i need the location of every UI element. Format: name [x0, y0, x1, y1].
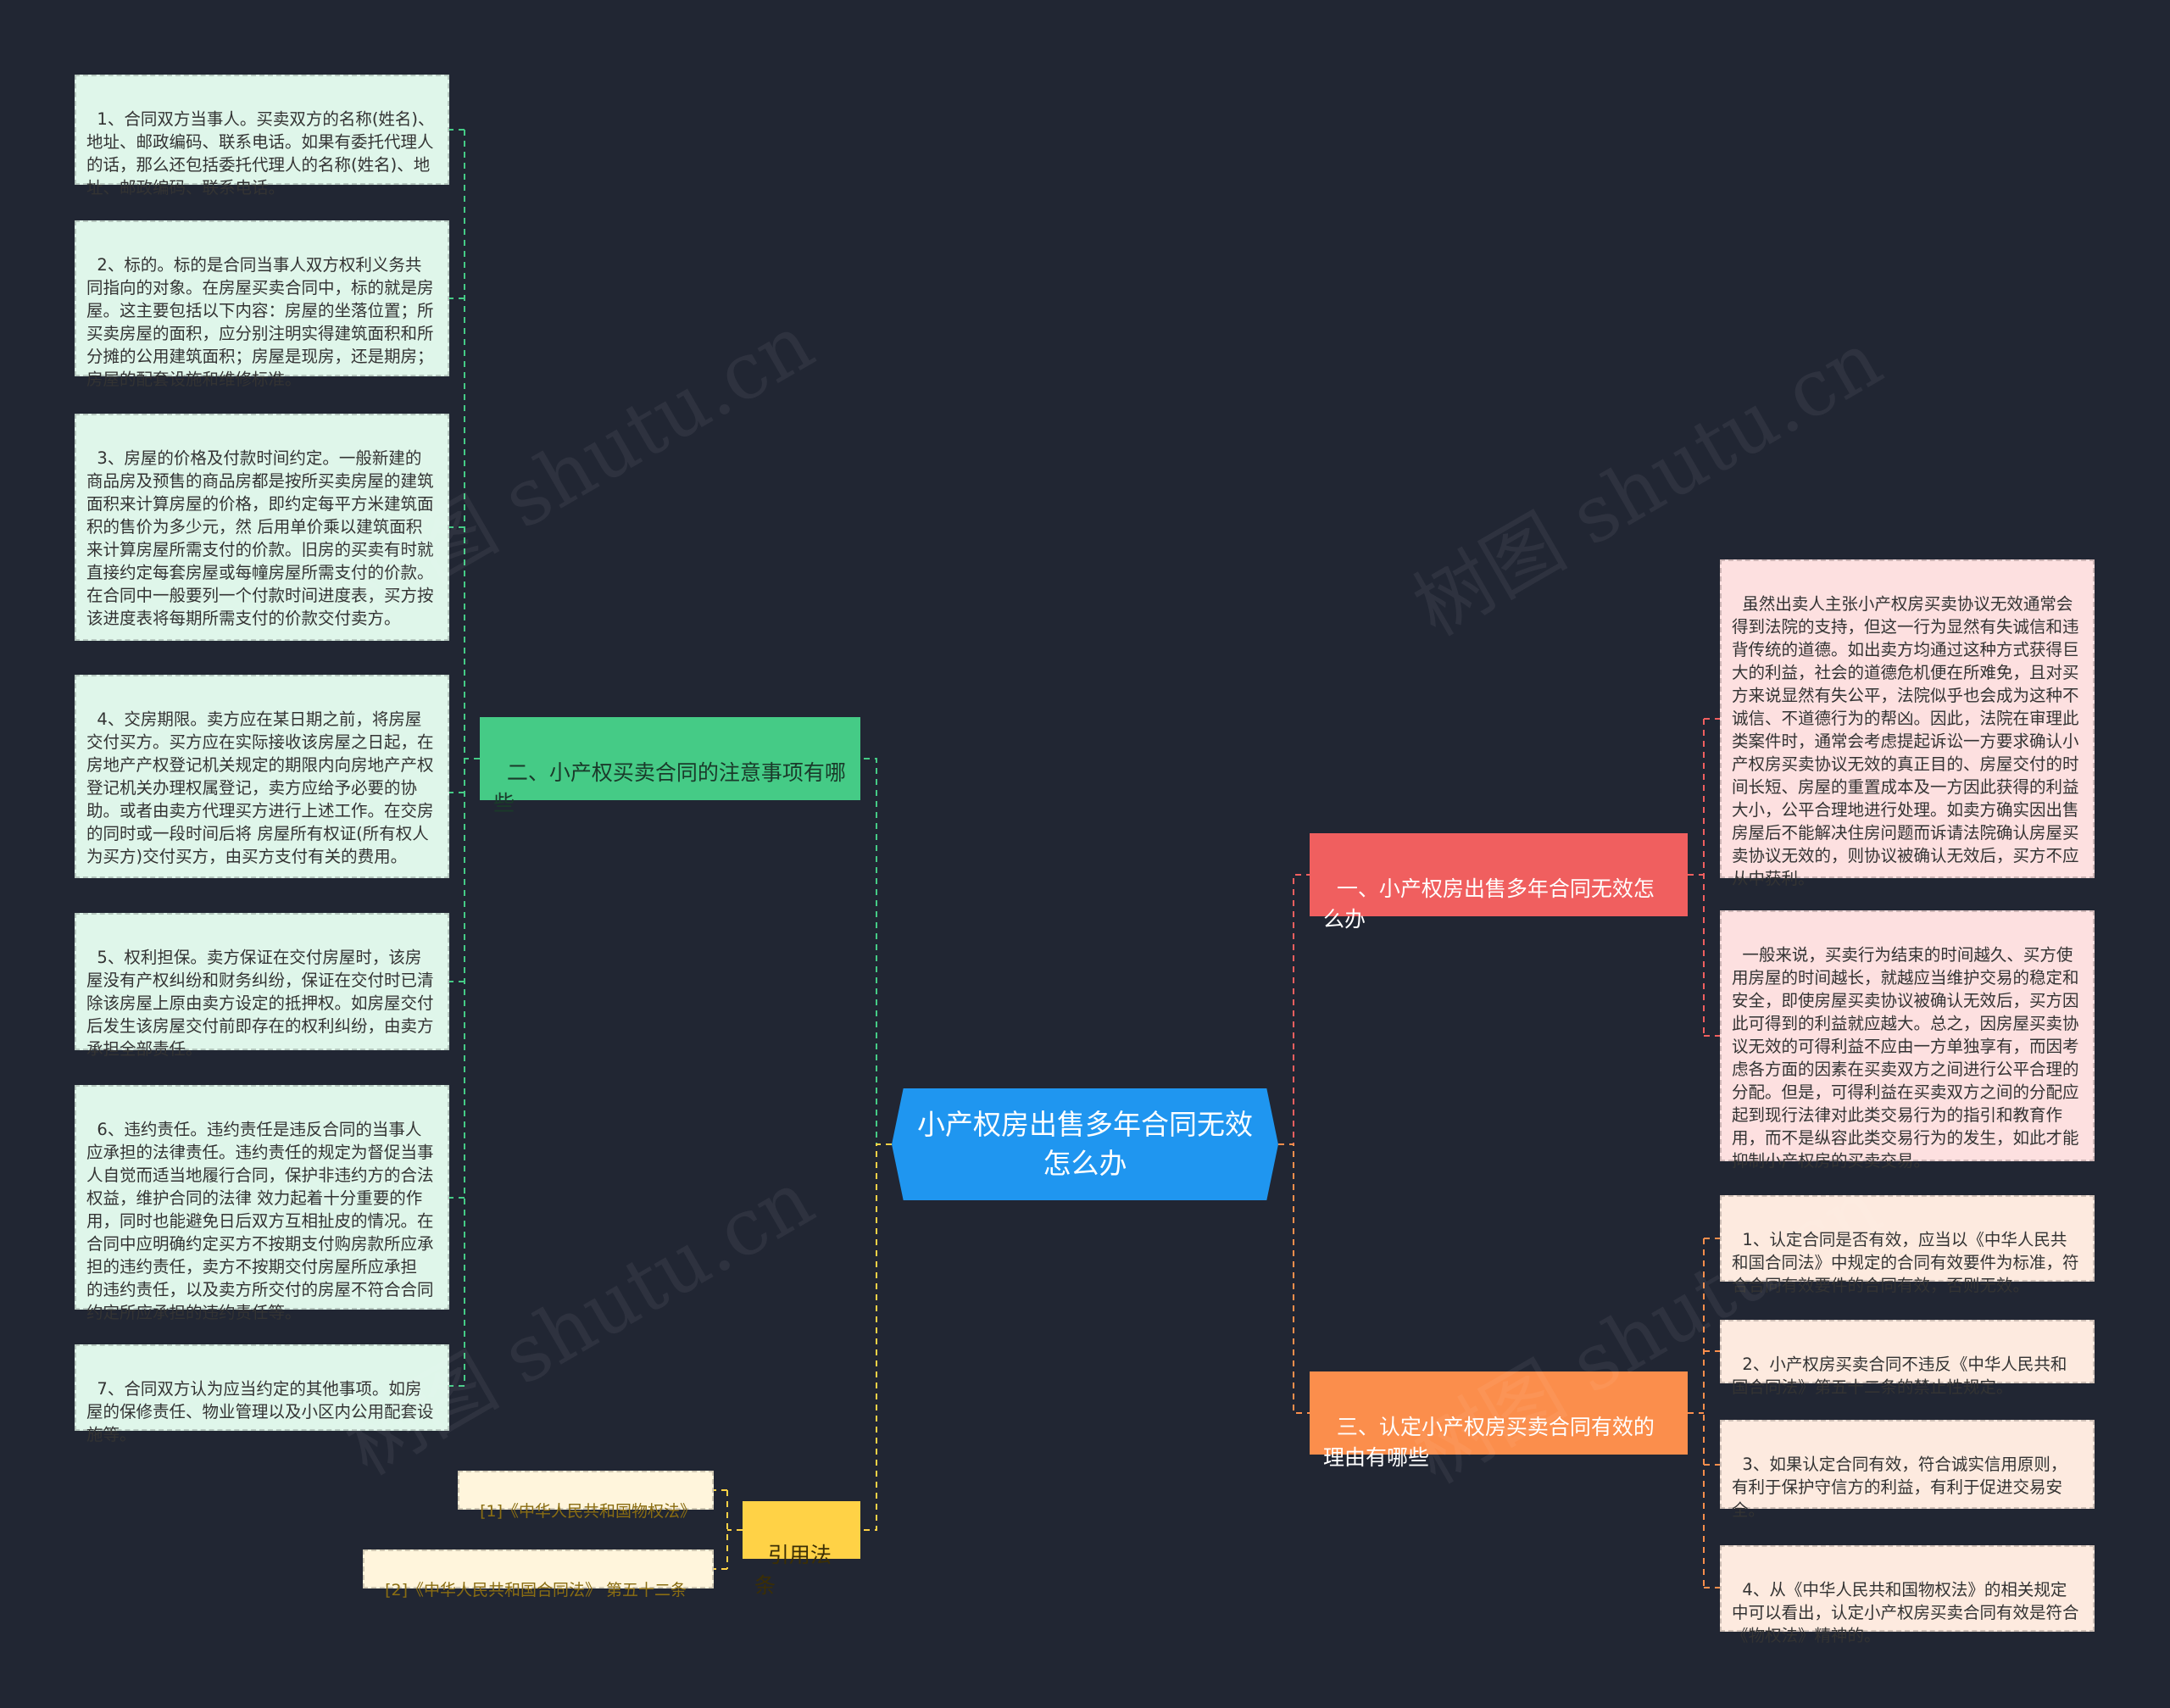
connector-root-b1 — [1278, 874, 1310, 1145]
leaf-validity-standard[interactable]: 1、认定合同是否有效，应当以《中华人民共和国合同法》中规定的合同有效要件为标准，… — [1720, 1195, 2095, 1295]
connector-b2-leaves — [449, 129, 480, 1387]
leaf-other-matters[interactable]: 7、合同双方认为应当约定的其他事项。如房屋的保修责任、物业管理以及小区内公用配套… — [75, 1344, 449, 1444]
leaf-contract-law-text: [2]《中华人民共和国合同法》 第五十二条 — [385, 1581, 687, 1600]
branch-contract-notes-label: 二、小产权买卖合同的注意事项有哪些 — [493, 760, 846, 815]
leaf-benefit-allocation-text: 一般来说，买卖行为结束的时间越久、买方使用房屋的时间越长，就越应当维护交易的稳定… — [1732, 945, 2079, 1171]
leaf-subject-matter-text: 2、标的。标的是合同当事人双方权利义务共同指向的对象。在房屋买卖合同中，标的就是… — [86, 255, 434, 389]
leaf-contract-law[interactable]: [2]《中华人民共和国合同法》 第五十二条 — [363, 1549, 714, 1600]
branch-contract-notes[interactable]: 二、小产权买卖合同的注意事项有哪些 — [480, 717, 860, 815]
leaf-no-prohibition[interactable]: 2、小产权房买卖合同不违反《中华人民共和国合同法》第五十二条的禁止性规定。 — [1720, 1320, 2095, 1397]
connector-root-b3 — [1278, 1143, 1310, 1414]
leaf-good-faith-text: 3、如果认定合同有效，符合诚实信用原则，有利于保护守信方的利益，有利于促进交易安… — [1732, 1455, 2067, 1520]
connector-root-b2 — [860, 758, 892, 1145]
leaf-rights-guarantee-text: 5、权利担保。卖方保证在交付房屋时，该房屋没有产权纠纷和财务纠纷，保证在交付时已… — [86, 948, 434, 1059]
leaf-contract-parties-text: 1、合同双方当事人。买卖双方的名称(姓名)、地址、邮政编码、联系电话。如果有委托… — [86, 109, 435, 198]
branch-cited-laws[interactable]: 引用法条 — [743, 1501, 860, 1598]
leaf-contract-parties[interactable]: 1、合同双方当事人。买卖双方的名称(姓名)、地址、邮政编码、联系电话。如果有委托… — [75, 75, 449, 198]
leaf-no-prohibition-text: 2、小产权房买卖合同不违反《中华人民共和国合同法》第五十二条的禁止性规定。 — [1732, 1355, 2067, 1397]
leaf-breach-liability-text: 6、违约责任。违约责任是违反合同的当事人应承担的法律责任。违约责任的规定为督促当… — [86, 1120, 434, 1322]
leaf-court-handling-text: 虽然出卖人主张小产权房买卖协议无效通常会得到法院的支持，但这一行为显然有失诚信和… — [1732, 594, 2079, 888]
connector-root-b4 — [860, 1143, 892, 1531]
leaf-benefit-allocation[interactable]: 一般来说，买卖行为结束的时间越久、买方使用房屋的时间越长，就越应当维护交易的稳定… — [1720, 910, 2095, 1171]
leaf-property-law-spirit[interactable]: 4、从《中华人民共和国物权法》的相关规定中可以看出，认定小产权房买卖合同有效是符… — [1720, 1545, 2095, 1645]
root-topic[interactable]: 小产权房出售多年合同无效怎么办 — [892, 1088, 1278, 1200]
branch-valid-reasons[interactable]: 三、认定小产权房买卖合同有效的理由有哪些 — [1310, 1371, 1688, 1470]
leaf-court-handling[interactable]: 虽然出卖人主张小产权房买卖协议无效通常会得到法院的支持，但这一行为显然有失诚信和… — [1720, 559, 2095, 888]
branch-cited-laws-label: 引用法条 — [754, 1543, 832, 1598]
leaf-property-law[interactable]: [1]《中华人民共和国物权法》 — [458, 1471, 714, 1521]
leaf-rights-guarantee[interactable]: 5、权利担保。卖方保证在交付房屋时，该房屋没有产权纠纷和财务纠纷，保证在交付时已… — [75, 913, 449, 1059]
leaf-good-faith[interactable]: 3、如果认定合同有效，符合诚实信用原则，有利于保护守信方的利益，有利于促进交易安… — [1720, 1420, 2095, 1520]
leaf-delivery-deadline[interactable]: 4、交房期限。卖方应在某日期之前，将房屋交付买方。买方应在实际接收该房屋之日起，… — [75, 675, 449, 878]
leaf-property-law-text: [1]《中华人民共和国物权法》 — [480, 1502, 697, 1521]
connector-b1-leaves — [1688, 718, 1720, 1037]
connector-b4-leaves — [714, 1489, 743, 1570]
connector-b3-leaves — [1688, 1238, 1720, 1588]
root-topic-label: 小产权房出售多年合同无效怎么办 — [917, 1108, 1253, 1180]
branch-valid-reasons-label: 三、认定小产权房买卖合同有效的理由有哪些 — [1323, 1415, 1655, 1470]
leaf-price-payment-text: 3、房屋的价格及付款时间约定。一般新建的商品房及预售的商品房都是按所买卖房屋的建… — [86, 448, 434, 628]
leaf-delivery-deadline-text: 4、交房期限。卖方应在某日期之前，将房屋交付买方。买方应在实际接收该房屋之日起，… — [86, 709, 439, 866]
leaf-price-payment[interactable]: 3、房屋的价格及付款时间约定。一般新建的商品房及预售的商品房都是按所买卖房屋的建… — [75, 414, 449, 641]
leaf-subject-matter[interactable]: 2、标的。标的是合同当事人双方权利义务共同指向的对象。在房屋买卖合同中，标的就是… — [75, 220, 449, 389]
branch-invalid-contract[interactable]: 一、小产权房出售多年合同无效怎么办 — [1310, 833, 1688, 932]
leaf-other-matters-text: 7、合同双方认为应当约定的其他事项。如房屋的保修责任、物业管理以及小区内公用配套… — [86, 1379, 434, 1444]
leaf-validity-standard-text: 1、认定合同是否有效，应当以《中华人民共和国合同法》中规定的合同有效要件为标准，… — [1732, 1230, 2079, 1295]
leaf-breach-liability[interactable]: 6、违约责任。违约责任是违反合同的当事人应承担的法律责任。违约责任的规定为督促当… — [75, 1085, 449, 1322]
leaf-property-law-spirit-text: 4、从《中华人民共和国物权法》的相关规定中可以看出，认定小产权房买卖合同有效是符… — [1732, 1580, 2079, 1645]
branch-invalid-contract-label: 一、小产权房出售多年合同无效怎么办 — [1323, 876, 1655, 932]
